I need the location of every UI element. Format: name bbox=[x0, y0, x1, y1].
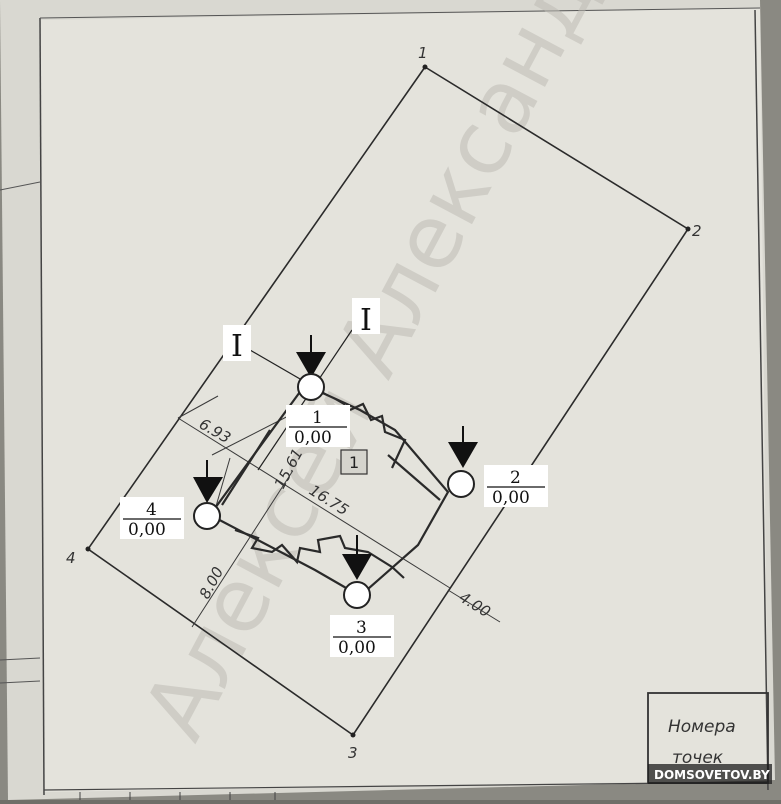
point-marker-2 bbox=[447, 426, 478, 498]
plot-corner-label: 2 bbox=[692, 222, 702, 240]
section-mark-box bbox=[223, 325, 251, 361]
point-marker-3 bbox=[342, 535, 372, 609]
plot-corner-label: 4 bbox=[66, 549, 76, 567]
point-label-1: 1 0,00 bbox=[286, 405, 350, 448]
point-label-4: 4 0,00 bbox=[120, 497, 184, 540]
section-mark-left: I bbox=[231, 329, 243, 364]
paper-inner bbox=[40, 8, 768, 792]
legend-line-2: точек bbox=[672, 748, 724, 768]
frame-right-line bbox=[754, 9, 769, 791]
section-mark-right: I bbox=[360, 303, 372, 338]
frame-left-line bbox=[39, 17, 45, 796]
point-label-3: 3 0,00 bbox=[330, 615, 394, 658]
point-number: 1 bbox=[312, 408, 323, 428]
site-badge: DOMSOVETOV.BY bbox=[654, 768, 770, 782]
corner-dot bbox=[685, 226, 691, 232]
corner-dot bbox=[422, 64, 428, 70]
section-line bbox=[257, 329, 353, 471]
corner-dot bbox=[350, 732, 356, 738]
point-marker-1 bbox=[296, 335, 326, 401]
frame-top-line bbox=[39, 7, 761, 19]
point-elevation: 0,00 bbox=[294, 428, 332, 448]
building-number: 1 bbox=[349, 453, 359, 472]
margin-line bbox=[0, 680, 41, 684]
point-number: 2 bbox=[510, 468, 521, 488]
site-badge-bg bbox=[648, 764, 772, 784]
point-number: 4 bbox=[146, 500, 157, 520]
point-elevation: 0,00 bbox=[338, 638, 376, 658]
building-number-box bbox=[340, 449, 368, 475]
point-label-2: 2 0,00 bbox=[484, 465, 548, 508]
point-number: 3 bbox=[356, 618, 367, 638]
margin-line bbox=[0, 657, 41, 661]
point-elevation: 0,00 bbox=[128, 520, 166, 540]
point-elevation: 0,00 bbox=[492, 488, 530, 508]
plot-corner-label: 1 bbox=[418, 44, 428, 62]
legend-line-1: Номера bbox=[668, 717, 736, 737]
dimension-lines bbox=[177, 395, 501, 628]
point-marker-4 bbox=[193, 460, 223, 530]
section-mark-box bbox=[352, 298, 380, 334]
corner-dot bbox=[85, 546, 91, 552]
plot-corner-label: 3 bbox=[348, 744, 358, 762]
margin-line bbox=[0, 181, 41, 191]
building-outline bbox=[208, 383, 450, 598]
legend-box: Номера точек bbox=[647, 692, 769, 784]
